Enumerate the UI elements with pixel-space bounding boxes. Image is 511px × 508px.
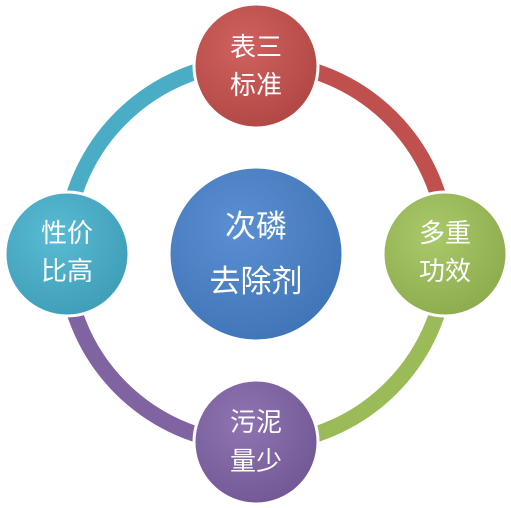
node-bottom: 污泥 量少 — [192, 378, 320, 506]
node-bottom-line1: 污泥 — [230, 408, 282, 438]
node-bottom-line2: 量少 — [230, 447, 282, 477]
node-right-line2: 功效 — [419, 257, 471, 287]
center-node: 次磷 去除剂 — [167, 165, 345, 343]
node-right-circle — [381, 190, 509, 318]
center-circle — [167, 165, 345, 343]
center-label-line2: 去除剂 — [210, 264, 303, 300]
node-top-circle — [192, 2, 320, 130]
node-left-line1: 性价 — [41, 219, 93, 249]
node-right: 多重 功效 — [381, 190, 509, 318]
node-bottom-circle — [192, 378, 320, 506]
center-label-line1: 次磷 — [225, 209, 287, 245]
node-right-line1: 多重 — [419, 219, 471, 249]
node-left: 性价 比高 — [3, 190, 131, 318]
node-left-line2: 比高 — [41, 257, 93, 287]
node-top: 表三 标准 — [192, 2, 320, 130]
node-left-circle — [3, 190, 131, 318]
node-top-line1: 表三 — [230, 33, 282, 63]
node-top-line2: 标准 — [230, 71, 282, 101]
